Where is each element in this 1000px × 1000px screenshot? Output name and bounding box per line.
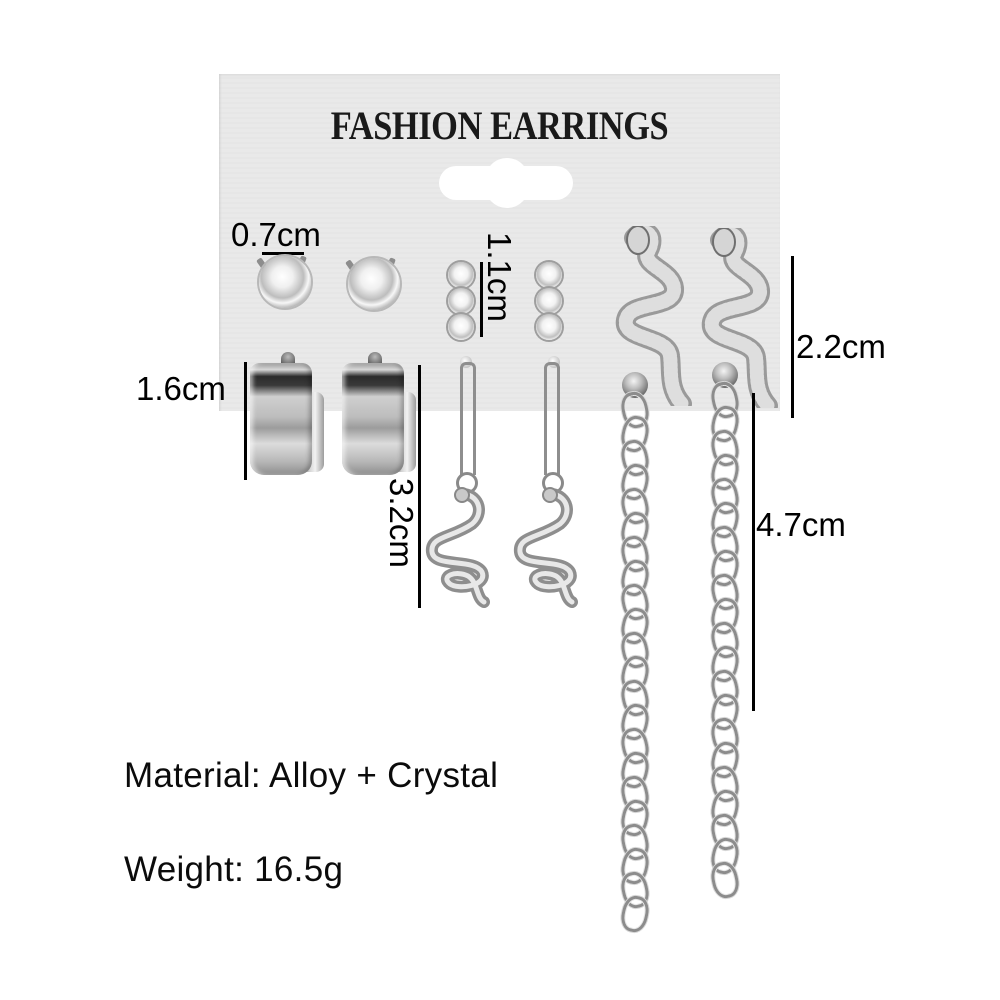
measurement-chain: 4.7cm xyxy=(756,506,846,543)
measurement-bar-stud: 1.1cm xyxy=(481,232,518,322)
measurement-line-snake-drop xyxy=(418,365,421,608)
huggie-hoop-left xyxy=(250,352,330,482)
hoop-post xyxy=(368,352,382,364)
lever-back-hook xyxy=(544,362,560,475)
crystal-gem xyxy=(348,258,400,310)
material-spec: Material: Alloy + Crystal xyxy=(124,756,499,795)
hoop-front xyxy=(342,363,404,475)
snake-drop-earring-right xyxy=(508,356,588,611)
bar-crystal-stud-left xyxy=(446,262,476,342)
snake-drop-earring-left xyxy=(420,356,500,611)
huggie-hoop-right xyxy=(342,352,422,482)
hoop-front xyxy=(250,363,312,475)
snake-charm-icon xyxy=(426,487,490,608)
round-crystal-stud-left xyxy=(255,255,317,308)
card-title: FASHION EARRINGS xyxy=(330,103,669,148)
pave-snake-icon xyxy=(615,226,692,406)
crystal-gem xyxy=(536,314,562,340)
hang-hole-center xyxy=(485,158,529,208)
bar-crystal-stud-right xyxy=(534,262,564,342)
hoop-post xyxy=(281,352,295,364)
snake-charm-icon xyxy=(514,487,578,608)
measurement-hoop: 1.6cm xyxy=(136,370,226,407)
earring-display-card: FASHION EARRINGS xyxy=(219,74,780,411)
measurement-snake-drop: 3.2cm xyxy=(383,478,420,568)
crystal-gem xyxy=(448,288,474,314)
crystal-gem xyxy=(448,314,474,340)
weight-spec: Weight: 16.5g xyxy=(124,850,344,889)
measurement-line-round-stud xyxy=(262,252,304,255)
lever-back-hook xyxy=(460,362,476,475)
measurement-line-chain xyxy=(752,393,755,711)
measurement-snake-stud: 2.2cm xyxy=(796,328,886,365)
curb-chain xyxy=(708,379,742,901)
snake-stud-chain-earring-left xyxy=(612,226,692,935)
measurement-line-snake-stud xyxy=(791,256,794,418)
pave-snake-icon xyxy=(701,228,778,408)
measurement-line-hoop xyxy=(244,362,247,480)
chain-bead xyxy=(712,362,738,388)
crystal-gem xyxy=(536,288,562,314)
crystal-gem xyxy=(259,256,311,308)
round-crystal-stud-right xyxy=(344,257,406,310)
chain-bead xyxy=(622,372,648,398)
crystal-gem xyxy=(448,262,474,288)
snake-stud-chain-earring-right xyxy=(698,228,778,901)
curb-chain xyxy=(618,389,652,935)
measurement-line-bar-stud xyxy=(480,262,483,337)
chain-link xyxy=(708,859,742,901)
crystal-gem xyxy=(536,262,562,288)
measurement-round-stud: 0.7cm xyxy=(231,216,321,253)
